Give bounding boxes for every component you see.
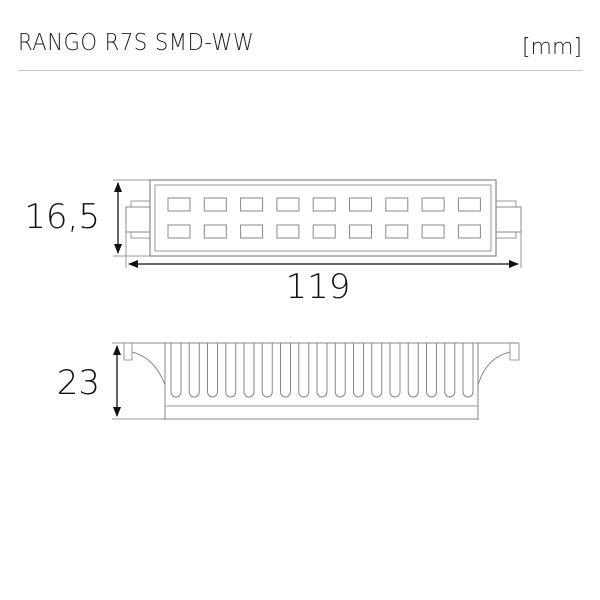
left-bracket-curve (131, 351, 166, 386)
heatsink-fin (407, 343, 419, 398)
heatsink-fin (334, 343, 346, 398)
led-chip (240, 224, 264, 239)
heatsink-fin (426, 343, 437, 398)
lamp-body-outline (149, 179, 497, 257)
led-chip (167, 197, 191, 212)
led-chip (457, 224, 481, 239)
right-bracket-curve (477, 351, 511, 386)
heatsink-fin (353, 343, 364, 398)
led-chip (276, 224, 300, 239)
heatsink-fin (225, 343, 237, 398)
height-label: 16,5 (24, 197, 100, 237)
right-bracket (509, 343, 520, 361)
led-chip (349, 224, 372, 239)
led-chip (203, 224, 227, 239)
led-chip (385, 197, 409, 212)
heatsink-fin (298, 343, 310, 398)
top-view: 16,5 119 (24, 179, 522, 307)
heatsink-fin (371, 343, 383, 398)
heatsink-fin (261, 343, 273, 398)
right-pin (495, 200, 522, 239)
heatsink-fin (280, 343, 291, 398)
led-chip (312, 197, 336, 212)
led-chip (385, 224, 409, 239)
product-title: RANGO R7S SMD-WW (18, 30, 255, 56)
led-chip (421, 224, 445, 239)
heatsink-fin (243, 343, 255, 398)
side-height-label: 23 (57, 363, 100, 403)
left-pin (125, 200, 152, 239)
heatsink-fin (188, 343, 200, 398)
heatsink-fin (444, 343, 456, 398)
length-label: 119 (286, 267, 351, 307)
led-chip (312, 224, 336, 239)
heatsink-fins (170, 343, 474, 398)
led-chip (457, 197, 481, 212)
led-chip (349, 197, 372, 212)
side-view: 23 (57, 342, 520, 420)
heatsink-fin (207, 343, 218, 398)
heatsink-fin (389, 343, 401, 398)
led-chip (167, 224, 191, 239)
header-divider (18, 70, 583, 71)
led-chip (421, 197, 445, 212)
unit-label: [mm] (521, 35, 582, 60)
heatsink-fin (316, 343, 328, 398)
lamp-body-inner (154, 184, 492, 252)
led-chip (203, 197, 227, 212)
heatsink-fin (170, 343, 182, 398)
led-array (167, 197, 481, 239)
led-chip (240, 197, 264, 212)
led-chip (276, 197, 300, 212)
left-bracket (123, 343, 133, 361)
heatsink-fin (462, 343, 474, 398)
